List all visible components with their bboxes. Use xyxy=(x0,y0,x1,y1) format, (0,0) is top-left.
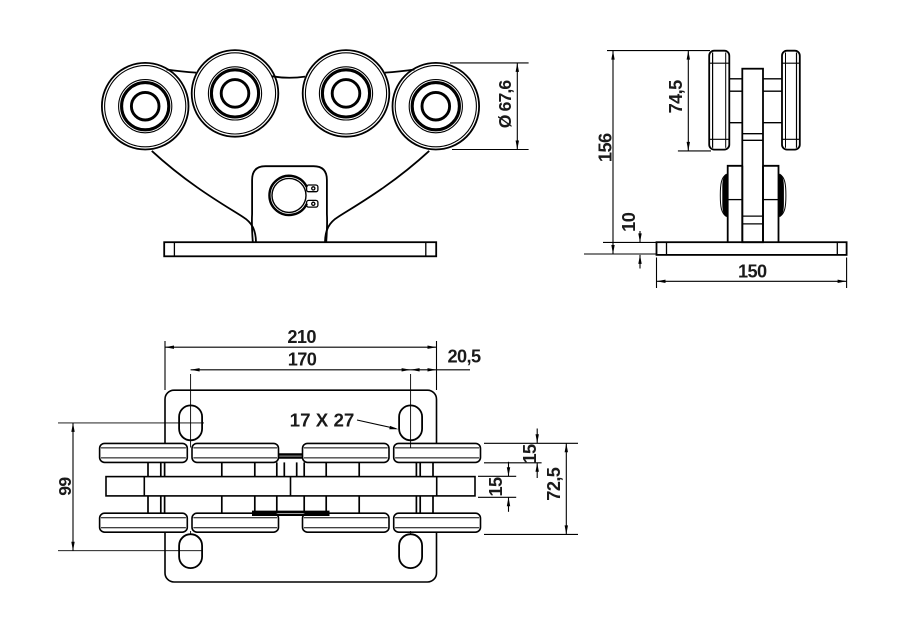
svg-text:150: 150 xyxy=(738,262,767,282)
svg-text:Ø 67,6: Ø 67,6 xyxy=(495,80,515,129)
svg-text:20,5: 20,5 xyxy=(448,346,481,366)
svg-text:15: 15 xyxy=(486,477,506,497)
svg-text:74,5: 74,5 xyxy=(666,80,686,113)
svg-text:72,5: 72,5 xyxy=(544,467,564,500)
svg-text:170: 170 xyxy=(288,349,317,369)
svg-text:99: 99 xyxy=(55,477,75,496)
svg-text:17 X 27: 17 X 27 xyxy=(290,409,355,430)
svg-text:156: 156 xyxy=(595,133,615,162)
svg-text:10: 10 xyxy=(619,212,639,232)
svg-text:15: 15 xyxy=(520,444,540,464)
svg-text:210: 210 xyxy=(287,327,316,347)
